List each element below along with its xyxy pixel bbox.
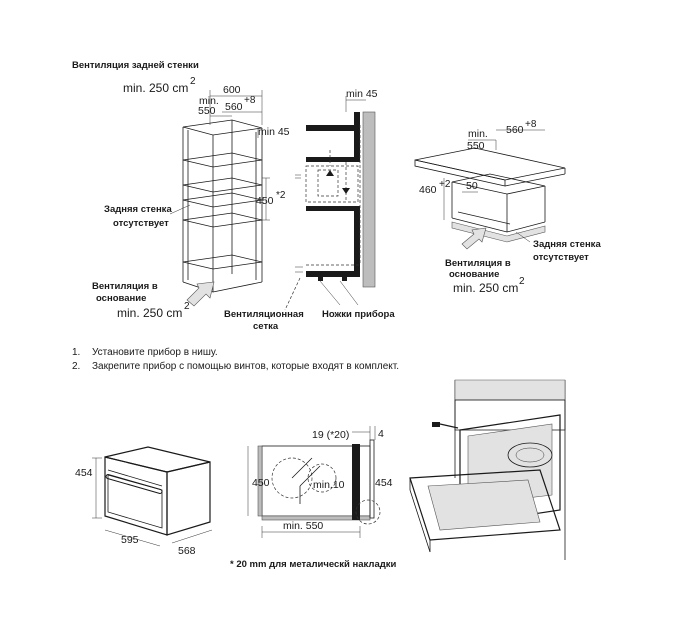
niche-dim-4: 4 bbox=[378, 428, 384, 440]
min-area-base-sup: 2 bbox=[184, 301, 190, 312]
min-area-top-sup: 2 bbox=[190, 76, 196, 87]
dim-450-sup: *2 bbox=[276, 190, 286, 201]
appliance-feet-label: Ножки прибора bbox=[322, 309, 395, 320]
base-vent-label-2: основание bbox=[96, 293, 146, 304]
niche-section-diagram: 19 (*20) 4 min.10 450 454 min. 550 bbox=[247, 426, 393, 538]
bottom-panel bbox=[306, 271, 360, 277]
dim3-560-sup: +8 bbox=[525, 119, 537, 130]
installation-steps: 1. Установите прибор в нишу. 2. Закрепите … bbox=[72, 346, 399, 374]
rear-wall bbox=[362, 111, 376, 288]
step-2-text: Закрепите прибор с помощью винтов, котор… bbox=[92, 361, 399, 372]
base-vent3-label-1: Вентиляция в bbox=[445, 258, 511, 269]
niche-min550: min. 550 bbox=[283, 520, 323, 532]
dim3-50: 50 bbox=[466, 180, 478, 192]
back-wall-vent-title: Вентиляция задней стенки bbox=[72, 60, 199, 71]
oven-isometric-diagram: 454 595 568 bbox=[75, 446, 213, 557]
dim-min-label: min. bbox=[199, 95, 219, 107]
no-back-wall-label-1: Задняя стенка bbox=[104, 204, 172, 215]
vent-grid-label-2: сетка bbox=[253, 321, 279, 332]
dim3-550: 550 bbox=[467, 140, 485, 152]
step-2: 2. Закрепите прибор с помощью винтов, кот… bbox=[72, 360, 399, 374]
tall-cabinet-diagram: Вентиляция задней стенки min. 250 cm 2 6… bbox=[72, 60, 290, 320]
dim-560-sup: +8 bbox=[244, 95, 256, 106]
vent-grid-label-1: Вентиляционная bbox=[224, 309, 304, 320]
no-back-wall3-label-2: отсутствует bbox=[533, 252, 589, 263]
dim-550: 550 bbox=[198, 105, 216, 117]
dim3-460: 460 bbox=[419, 184, 437, 196]
niche-min10: min.10 bbox=[313, 479, 345, 491]
appliance-foot bbox=[318, 277, 323, 281]
dim3-min-label: min. bbox=[468, 128, 488, 140]
undercounter-niche-diagram: min. 550 560 +8 460 +2 50 Задняя стенка … bbox=[414, 119, 601, 295]
oven-height-454: 454 bbox=[75, 467, 93, 479]
niche-dim-19: 19 (*20) bbox=[312, 429, 349, 441]
footnote: * 20 mm для металическй накладки bbox=[230, 559, 397, 570]
step-1: 1. Установите прибор в нишу. bbox=[72, 346, 399, 360]
niche-height-454: 454 bbox=[375, 477, 393, 489]
step-2-number: 2. bbox=[72, 361, 81, 372]
oven-depth-568: 568 bbox=[178, 545, 196, 557]
min-area3-sup: 2 bbox=[519, 276, 525, 287]
side-section-diagram: min 45 Вентиляци bbox=[224, 88, 395, 332]
dim3-460-sup: +2 bbox=[439, 179, 451, 190]
step-1-number: 1. bbox=[72, 347, 81, 358]
base-vent3-label-2: основание bbox=[449, 269, 499, 280]
oven-open-door-diagram bbox=[409, 379, 566, 560]
step-1-text: Установите прибор в нишу. bbox=[92, 347, 218, 358]
no-back-wall3-label-1: Задняя стенка bbox=[533, 239, 601, 250]
oven-width-595: 595 bbox=[121, 534, 139, 546]
dim-min45-a: min 45 bbox=[258, 126, 290, 138]
dim-450: 450 bbox=[256, 195, 274, 207]
dim-560: 560 bbox=[225, 101, 243, 113]
no-back-wall-label-2: отсутствует bbox=[113, 218, 169, 229]
dim-600: 600 bbox=[223, 84, 241, 96]
top-panel bbox=[306, 125, 354, 131]
base-vent-label-1: Вентиляция в bbox=[92, 281, 158, 292]
min-area-base-label: min. 250 cm bbox=[117, 306, 182, 320]
min-area-top-label: min. 250 cm bbox=[123, 81, 188, 95]
niche-height-450: 450 bbox=[252, 477, 270, 489]
dim-min45-b: min 45 bbox=[346, 88, 378, 100]
min-area3-label: min. 250 cm bbox=[453, 281, 518, 295]
